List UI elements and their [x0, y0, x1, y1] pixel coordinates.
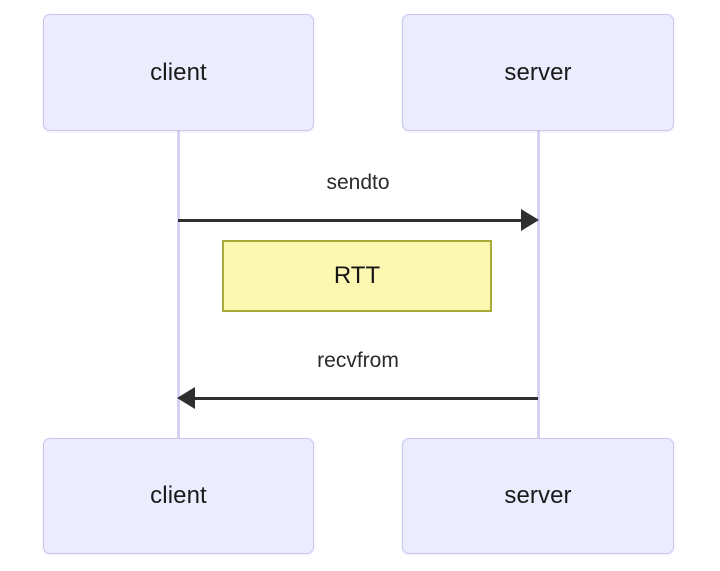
message-label-sendto: sendto: [326, 171, 390, 194]
note-label-rtt: RTT: [333, 262, 381, 289]
message-line-recvfrom: [186, 397, 538, 400]
message-label-recvfrom: recvfrom: [317, 349, 399, 372]
participant-box-server-bottom[interactable]: server: [402, 438, 674, 554]
arrowhead-right-icon: [521, 209, 539, 231]
participant-label-server-top: server: [504, 58, 572, 86]
participant-label-client-top: client: [150, 58, 207, 86]
participant-label-client-bottom: client: [150, 482, 207, 509]
participant-box-client-bottom[interactable]: client: [43, 438, 314, 554]
lifeline-server: [537, 128, 540, 440]
note-box-rtt: RTT: [222, 240, 492, 312]
participant-label-server-bottom: server: [504, 482, 572, 509]
message-line-sendto: [178, 219, 530, 222]
participant-box-server-top[interactable]: server: [402, 14, 674, 131]
arrowhead-left-icon: [177, 387, 195, 409]
lifeline-client: [177, 128, 180, 440]
participant-box-client-top[interactable]: client: [43, 14, 314, 131]
